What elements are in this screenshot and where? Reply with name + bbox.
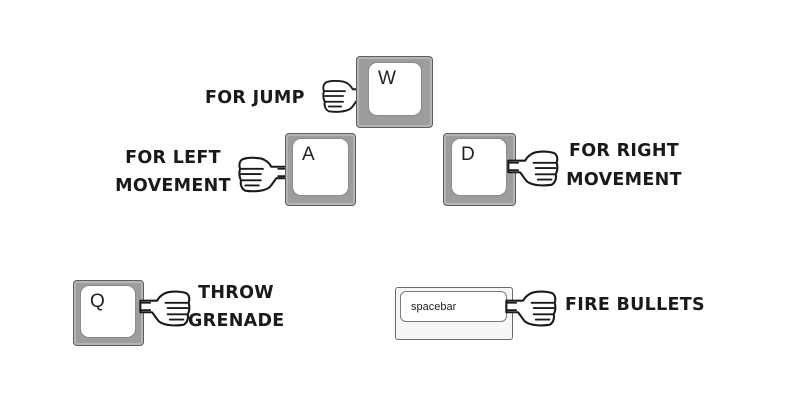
w-key[interactable]: W [356,56,433,128]
pointing-hand-icon [503,286,558,328]
d-key-label: D [461,144,475,165]
grenade-label-line1: THROW [198,283,274,303]
jump-label: FOR JUMP [205,88,305,108]
spacebar-key[interactable]: spacebar [395,287,513,340]
q-key[interactable]: Q [73,280,144,346]
a-key-top: A [292,138,349,196]
left-label-line1: FOR LEFT [125,148,221,168]
pointing-hand-icon [137,286,192,328]
left-label-line2: MOVEMENT [115,176,231,196]
fire-label: FIRE BULLETS [565,295,705,315]
q-key-label: Q [90,291,105,312]
pointing-hand-icon [238,152,290,194]
spacebar-key-label: spacebar [411,301,457,313]
q-key-top: Q [80,285,136,338]
a-key-label: A [302,144,315,165]
d-key-top: D [451,138,507,196]
spacebar-key-top: spacebar [400,291,507,322]
right-label-line2: MOVEMENT [566,170,682,190]
w-key-top: W [368,62,422,116]
right-label-line1: FOR RIGHT [568,141,680,161]
pointing-hand-icon [505,146,560,188]
grenade-label-line2: GRENADE [188,311,285,331]
d-key[interactable]: D [443,133,516,206]
w-key-label: W [378,68,396,89]
a-key[interactable]: A [285,133,356,206]
